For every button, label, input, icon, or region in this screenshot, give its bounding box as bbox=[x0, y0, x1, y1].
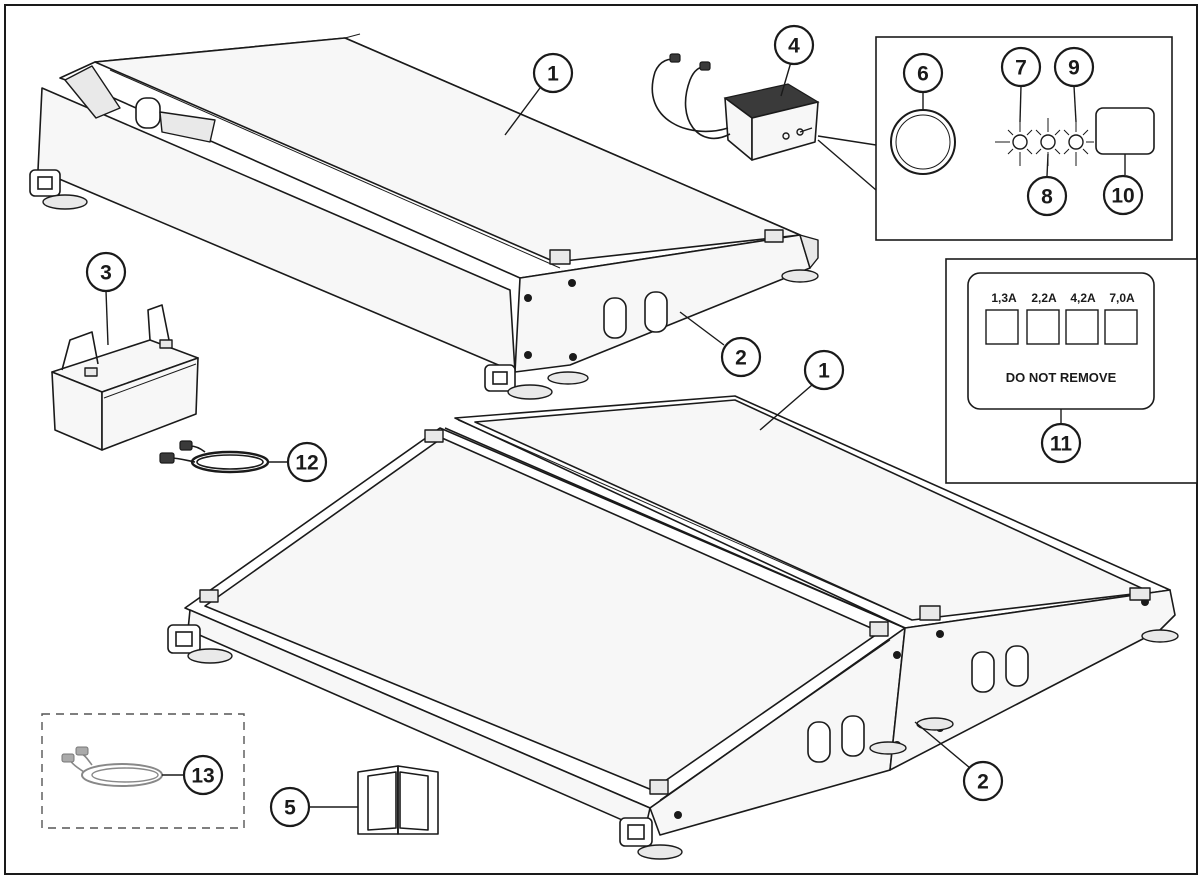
battery bbox=[51, 304, 199, 451]
fuse-rating-1: 1,3A bbox=[991, 291, 1017, 305]
callout-3: 3 bbox=[85, 251, 127, 293]
callout-5: 5 bbox=[269, 786, 311, 828]
callout-label: 12 bbox=[295, 452, 318, 475]
control-box bbox=[651, 53, 820, 161]
callout-label: 10 bbox=[1111, 185, 1134, 208]
fuse-slot-1 bbox=[985, 309, 1019, 345]
callout-1-top: 1 bbox=[532, 52, 574, 94]
fuse-rating-4: 7,0A bbox=[1109, 291, 1135, 305]
callout-7: 7 bbox=[1000, 46, 1042, 88]
fuse-rating-2: 2,2A bbox=[1031, 291, 1057, 305]
callout-12: 12 bbox=[286, 441, 328, 483]
callout-label: 13 bbox=[191, 765, 214, 788]
fuse-slot-3 bbox=[1065, 309, 1099, 345]
ramp-folded bbox=[29, 33, 819, 400]
callout-label: 2 bbox=[735, 347, 747, 370]
callout-1-bottom: 1 bbox=[803, 349, 845, 391]
callout-4: 4 bbox=[773, 24, 815, 66]
power-button-ring bbox=[890, 109, 956, 175]
callout-6: 6 bbox=[902, 52, 944, 94]
fuse-slot-2 bbox=[1026, 309, 1060, 345]
callout-label: 7 bbox=[1015, 57, 1027, 80]
callout-label: 1 bbox=[547, 63, 559, 86]
fuse-warning-text: DO NOT REMOVE bbox=[1006, 370, 1117, 385]
manual-book bbox=[357, 765, 439, 835]
callout-8: 8 bbox=[1026, 175, 1068, 217]
callout-label: 9 bbox=[1068, 57, 1080, 80]
optional-accessory-box bbox=[41, 713, 245, 829]
callout-label: 1 bbox=[818, 360, 830, 383]
callout-label: 6 bbox=[917, 63, 929, 86]
fuse-slot-4 bbox=[1104, 309, 1138, 345]
callout-label: 4 bbox=[788, 35, 800, 58]
callout-9: 9 bbox=[1053, 46, 1095, 88]
ramp-unfolded bbox=[167, 395, 1179, 860]
callout-label: 5 bbox=[284, 797, 296, 820]
callout-label: 11 bbox=[1050, 433, 1073, 456]
callout-11: 11 bbox=[1040, 422, 1082, 464]
callout-13: 13 bbox=[182, 754, 224, 796]
callout-10: 10 bbox=[1102, 174, 1144, 216]
charging-cable bbox=[159, 440, 270, 474]
callout-label: 3 bbox=[100, 262, 112, 285]
callout-label: 8 bbox=[1041, 186, 1053, 209]
display-panel bbox=[1095, 107, 1155, 155]
fuse-rating-3: 4,2A bbox=[1070, 291, 1096, 305]
led-indicators bbox=[995, 118, 1094, 166]
callout-label: 2 bbox=[977, 771, 989, 794]
callout-2-top: 2 bbox=[720, 336, 762, 378]
callout-2-bottom: 2 bbox=[962, 760, 1004, 802]
